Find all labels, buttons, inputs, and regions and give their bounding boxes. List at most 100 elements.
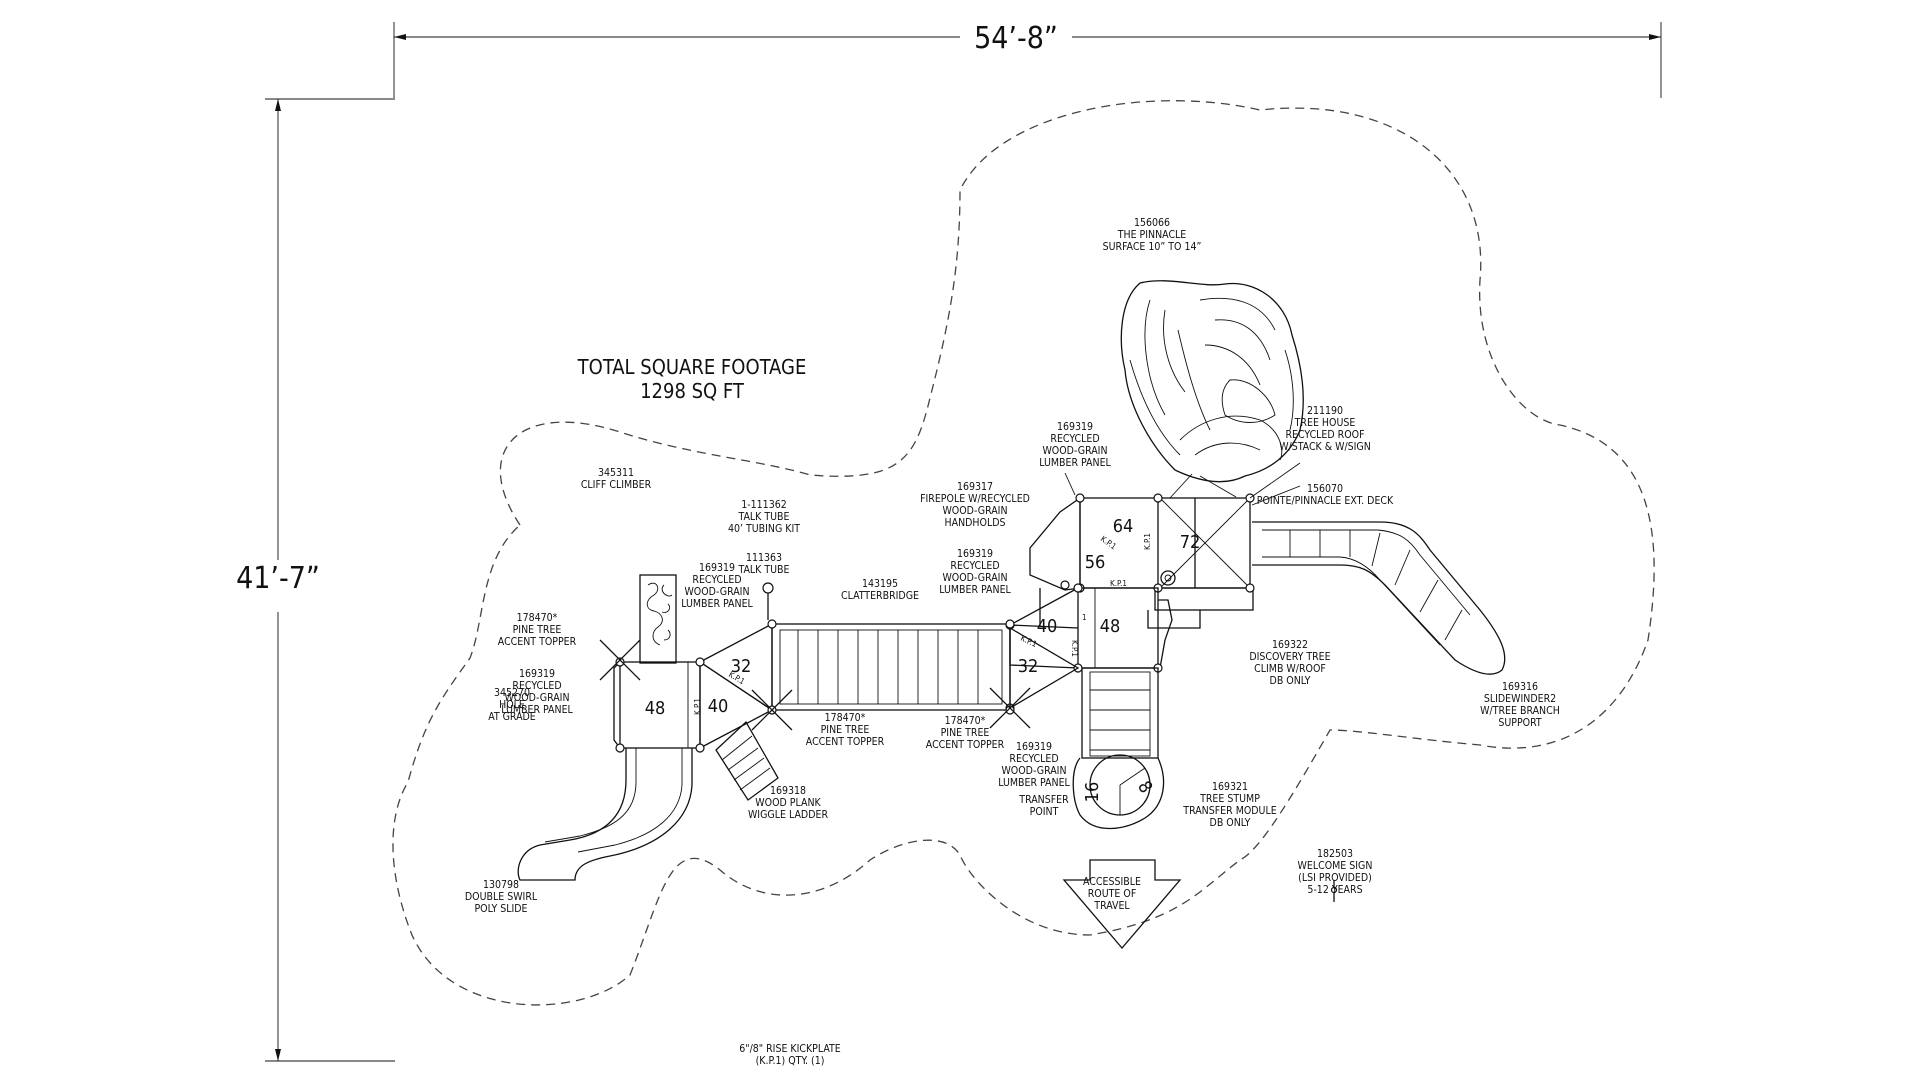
label-17-line-3: DB ONLY — [1270, 675, 1311, 687]
label-12-line-3: LUMBER PANEL — [501, 704, 573, 716]
discovery-tree-climb — [1081, 667, 1159, 759]
label-12-line-2: WOOD-GRAIN — [504, 692, 569, 704]
total-square-footage-title: TOTAL SQUARE FOOTAGE — [577, 355, 807, 379]
label-15-line-2: ACCENT TOPPER — [926, 739, 1005, 751]
label-5-line-0: 169319 — [957, 548, 993, 560]
talk-tube — [762, 582, 774, 620]
slidewinder-slide — [1252, 521, 1506, 675]
width-dimension: 54’-8” — [393, 21, 1662, 98]
label-24-line-2: TRAVEL — [1093, 900, 1130, 912]
deck-40-left: 40 — [708, 696, 729, 717]
label-22-line-1: WELCOME SIGN — [1298, 860, 1373, 872]
label-20-line-0: TRANSFER — [1018, 794, 1069, 806]
use-zone-boundary — [392, 100, 1655, 1006]
kp-mark-7: K.P.1 — [693, 698, 702, 715]
label-1-line-3: W/STACK & W/SIGN — [1279, 441, 1371, 453]
label-3-line-3: LUMBER PANEL — [1039, 457, 1111, 469]
label-25: 6"/8" RISE KICKPLATE(K.P.1) QTY. (1) — [739, 1043, 841, 1067]
label-23-line-1: DOUBLE SWIRL — [465, 891, 538, 903]
label-3-line-2: WOOD-GRAIN — [1042, 445, 1107, 457]
label-21-line-1: TREE STUMP — [1199, 793, 1260, 805]
label-18-line-0: 169316 — [1502, 681, 1538, 693]
label-1-line-1: TREE HOUSE — [1294, 417, 1356, 429]
label-24-line-0: ACCESSIBLE — [1083, 876, 1141, 888]
label-22-line-2: (LSI PROVIDED) — [1298, 872, 1372, 884]
label-15-line-1: PINE TREE — [941, 727, 990, 739]
label-7-line-2: 40’ TUBING KIT — [728, 523, 800, 535]
label-4-line-3: HANDHOLDS — [945, 517, 1006, 529]
label-21-line-0: 169321 — [1212, 781, 1248, 793]
label-16-line-1: RECYCLED — [1009, 753, 1058, 765]
label-15-line-0: 178470* — [945, 715, 986, 727]
label-17-line-2: CLIMB W/ROOF — [1254, 663, 1326, 675]
label-24-line-1: ROUTE OF — [1088, 888, 1137, 900]
width-label: 54’-8” — [974, 21, 1058, 56]
label-11-line-1: PINE TREE — [513, 624, 562, 636]
label-23-line-2: POLY SLIDE — [474, 903, 527, 915]
label-5-line-3: LUMBER PANEL — [939, 584, 1011, 596]
kp-mark-8: 1 — [1082, 613, 1087, 622]
label-5-line-2: WOOD-GRAIN — [942, 572, 1007, 584]
label-0-line-0: 156066 — [1134, 217, 1170, 229]
label-21-line-2: TRANSFER MODULE — [1182, 805, 1276, 817]
label-19-line-2: WIGGLE LADDER — [748, 809, 828, 821]
kp-mark-4: K.P.1 — [1070, 640, 1079, 657]
label-19-line-0: 169318 — [770, 785, 806, 797]
label-7-line-1: TALK TUBE — [738, 511, 790, 523]
label-9-line-3: LUMBER PANEL — [681, 598, 753, 610]
label-17-line-0: 169322 — [1272, 639, 1308, 651]
label-14-line-0: 178470* — [825, 712, 866, 724]
deck-48-left: 48 — [645, 698, 666, 719]
label-11-line-0: 178470* — [517, 612, 558, 624]
clatterbridge — [771, 623, 1011, 711]
total-square-footage-value: 1298 SQ FT — [640, 379, 745, 403]
label-8-line-1: TALK TUBE — [738, 564, 790, 576]
label-5-line-1: RECYCLED — [950, 560, 999, 572]
label-14-line-1: PINE TREE — [821, 724, 870, 736]
deck-72: 72 — [1180, 532, 1201, 553]
tree-stump-transfer — [1072, 754, 1165, 830]
rock-leader-2 — [1199, 475, 1237, 498]
rock-leader-1 — [1169, 473, 1193, 499]
label-3-line-1: RECYCLED — [1050, 433, 1099, 445]
label-18-line-2: W/TREE BRANCH — [1480, 705, 1560, 717]
double-swirl-slide — [517, 748, 693, 881]
stump-16: 16 — [1082, 782, 1103, 803]
label-17-line-1: DISCOVERY TREE — [1249, 651, 1330, 663]
label-14-line-2: ACCENT TOPPER — [806, 736, 885, 748]
deck-40-right: 40 — [1037, 616, 1058, 637]
label-18-line-3: SUPPORT — [1498, 717, 1542, 729]
label-8-line-0: 111363 — [746, 552, 782, 564]
label-6-line-0: 345311 — [598, 467, 634, 479]
label-2-line-0: 156070 — [1307, 483, 1343, 495]
label-13-line-2: AT GRADE — [488, 711, 536, 723]
deck-32-left: 32 — [731, 656, 752, 677]
label-1-line-2: RECYCLED ROOF — [1285, 429, 1364, 441]
deck-48-right: 48 — [1100, 616, 1121, 637]
label-23-line-0: 130798 — [483, 879, 519, 891]
label-25-line-0: 6"/8" RISE KICKPLATE — [739, 1043, 841, 1055]
height-label: 41’-7” — [236, 561, 320, 596]
label-10-line-0: 143195 — [862, 578, 898, 590]
pinnacle-rock — [1120, 280, 1304, 483]
label-16-line-2: WOOD-GRAIN — [1001, 765, 1066, 777]
kp-mark-5: K.P.1 — [1019, 634, 1038, 649]
label-19-line-1: WOOD PLANK — [755, 797, 821, 809]
